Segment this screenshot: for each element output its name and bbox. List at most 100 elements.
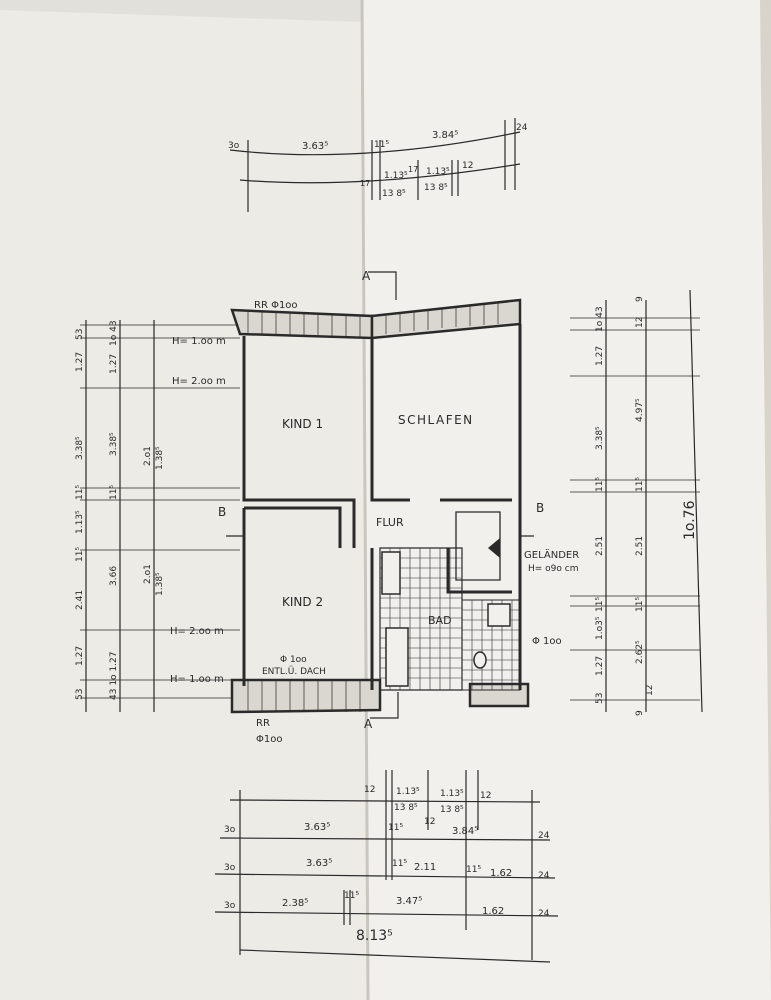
toilet [473,651,487,669]
section-a-marker [368,271,397,300]
dim-bot-r1b-2: 13 8⁵ [440,805,464,815]
dim-top-r1-3: 3.84⁵ [432,130,458,141]
dim-left-outer-0: 53 [75,329,85,340]
dim-bot-r4-5: 24 [538,909,550,919]
dim-bot-r4-1: 2.38⁵ [282,898,308,909]
dim-bot-r1b-0: 13 8⁵ [394,803,418,813]
dim-right-outer-3: 11⁵ [635,477,645,492]
stair-arrow-icon [488,538,500,558]
staircase [455,511,501,581]
dim-left-outer-5: 11⁵ [75,547,85,562]
dim-right-outer-2: 4.97⁵ [635,398,645,422]
dim-right-inner-7: 1.27 [595,656,605,676]
dim-left-outer-6: 2.41 [75,590,85,610]
dim-right-outer-1: 9 [635,296,645,302]
note-vent-label: ENTL.Ü. DACH [262,666,326,677]
dims-right-outer: 12 9 4.97⁵ 11⁵ 2.51 11⁵ 2.62⁵ 12 9 [635,296,655,716]
dim-bot-r2-2: 11⁵ [388,823,403,833]
dims-left-inner: 2.o1 1.38⁵ 2.o1 1.38⁵ [143,446,165,596]
dim-left-outer-7: 1.27 [75,646,85,666]
sink [381,551,401,595]
dim-left-mid-0: 1o 43 [109,320,119,346]
dim-top-r2-3: 1.13⁵ [426,167,450,177]
dim-bot-r4-0: 3o [224,901,236,911]
dim-bot-r1-1: 1.13⁵ [396,787,420,797]
dim-right-outer-4: 2.51 [635,536,645,556]
dim-right-outer-7: 12 [645,685,655,696]
page-fold [360,0,370,1000]
section-a-bottom: A [364,717,373,731]
dim-right-inner-6: 1.o3⁵ [595,616,605,640]
dim-bot-r3-2: 11⁵ [392,859,407,869]
dim-bot-r3-5: 1.62 [490,868,512,879]
note-gelaender-height: H= o9o cm [528,564,578,574]
dim-bot-r1-3: 12 [480,791,491,801]
dim-left-mid-2: 3.38⁵ [109,432,119,456]
dim-right-outer-0: 12 [635,317,645,328]
dim-left-inner-2: 2.o1 [143,564,153,584]
dim-left-outer-4: 1.13⁵ [75,510,85,534]
dim-right-inner-3: 11⁵ [595,477,605,492]
section-a-top: A [362,269,371,283]
dimension-lines [80,118,703,963]
dim-left-outer-8: 53 [75,689,85,700]
note-vent-dia: Φ 1oo [280,655,307,665]
dim-bot-r2-0: 3o [224,825,236,835]
dim-left-mid-3: 11⁵ [109,485,119,500]
shower [487,603,511,627]
note-h200-bottom: H= 2.oo m [170,626,224,637]
dim-left-inner-0: 2.o1 [143,446,153,466]
building-outline [226,271,534,719]
dim-top-r2-4: 12 [462,161,473,171]
dim-right-inner-4: 2.51 [595,536,605,556]
dim-bot-r3-6: 24 [538,871,550,881]
dim-bot-r3-3: 2.11 [414,862,436,873]
dim-top-r2-2: 17 [408,165,418,174]
note-rr-bottom: RR [256,718,270,729]
dim-top-r2-0: 17 [360,179,370,188]
note-gelaender: GELÄNDER [524,548,579,561]
dim-bot-r4-4: 1.62 [482,906,504,917]
page-shade [0,0,362,22]
dim-bot-r3-1: 3.63⁵ [306,858,332,869]
dims-left-outer: 53 1.27 3.38⁵ 11⁵ 1.13⁵ 11⁵ 2.41 1.27 53 [75,329,85,700]
room-flur: FLUR [376,516,404,529]
dim-left-mid-1: 1.27 [109,354,119,374]
dim-bot-r1b-1: 12 [424,817,435,827]
dim-bottom-total: 8.13⁵ [356,928,393,944]
room-kind2: KIND 2 [282,595,323,609]
dims-right-inner: 1o 43 1.27 3.38⁵ 11⁵ 2.51 11⁵ 1.o3⁵ 1.27… [595,306,605,704]
section-a-marker-bottom [370,692,399,719]
dim-right-inner-0: 1o 43 [595,306,605,332]
dim-right-outer-6: 2.62⁵ [635,640,645,664]
room-schlafen: SCHLAFEN [398,413,474,427]
dim-left-mid-4: 3.66 [109,566,119,586]
dim-bot-r2-1: 3.63⁵ [304,822,330,833]
room-bad: BAD [428,614,452,627]
dims-left-mid: 1o 43 1.27 3.38⁵ 11⁵ 3.66 43 1o 1.27 [109,320,119,700]
section-b-right: B [536,501,544,515]
dim-top-r2-1: 1.13⁵ [384,171,408,181]
dim-bot-r3-0: 3o [224,863,236,873]
dim-top-r3-1: 13 8⁵ [424,183,448,193]
note-rr-bottom-dia: Φ1oo [256,734,282,745]
dim-bot-r4-3: 3.47⁵ [396,896,422,907]
note-rr-top: RR Φ1oo [254,300,298,311]
dim-left-outer-2: 3.38⁵ [75,436,85,460]
dim-left-inner-3: 1.38⁵ [155,572,165,596]
dim-left-outer-1: 1.27 [75,352,85,372]
dim-top-r1-2: 11⁵ [374,140,389,150]
dim-right-inner-1: 1.27 [595,346,605,366]
section-b-left: B [218,505,226,519]
dim-left-mid-5: 43 1o 1.27 [109,652,119,700]
bath-tile-grid [379,547,521,691]
dim-right-outer-5: 11⁵ [635,597,645,612]
dim-bot-r1-0: 12 [364,785,375,795]
dim-bot-r4-2: 11⁵ [344,891,359,901]
dim-top-r1-4: 24 [516,123,528,133]
dim-top-r3-0: 13 8⁵ [382,189,406,199]
room-kind1: KIND 1 [282,417,323,431]
dim-right-inner-5: 11⁵ [595,597,605,612]
dim-right-inner-8: 53 [595,693,605,704]
